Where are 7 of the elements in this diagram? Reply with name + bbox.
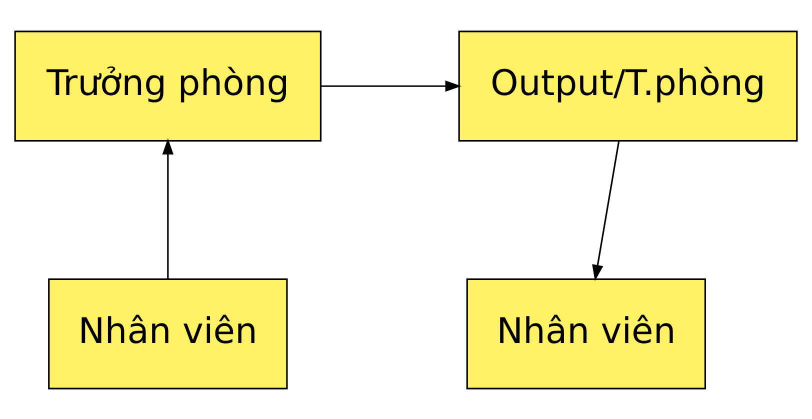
node-box: Trưởng phòng (14, 30, 322, 142)
node-box: Nhân viên (466, 278, 706, 389)
node-box: Output/T.phòng (458, 30, 798, 142)
node-box: Nhân viên (48, 278, 288, 389)
arrow (321, 80, 462, 92)
arrow (592, 140, 620, 280)
arrow (162, 138, 174, 278)
